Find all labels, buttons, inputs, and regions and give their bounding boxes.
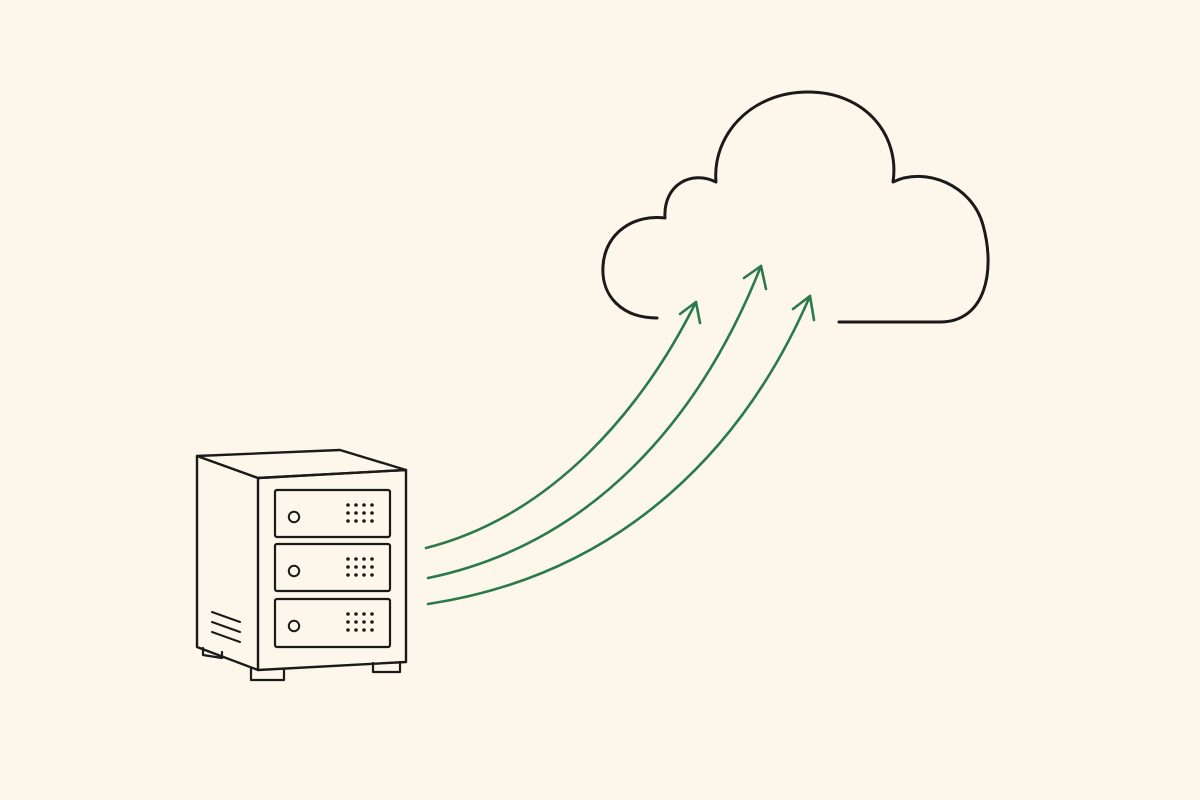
server-top-face (195, 448, 408, 480)
drive-led-icon (287, 564, 301, 578)
server-drive-bay (273, 542, 392, 593)
cloud-outline (601, 90, 990, 324)
server-drive-bay (273, 597, 392, 649)
drive-led-icon (287, 619, 301, 633)
server-feet (201, 646, 402, 682)
upload-arrow-icon (426, 294, 816, 606)
drive-dot-grid-icon (346, 612, 374, 632)
server-rack-icon (195, 448, 408, 682)
upload-arrow-icon (424, 300, 702, 550)
drive-dot-grid-icon (346, 503, 374, 523)
server-front-face (256, 468, 408, 672)
server-drive-bay (273, 488, 392, 539)
drive-led-icon (287, 510, 301, 524)
upload-arrows (424, 264, 816, 606)
cloud-icon (601, 90, 990, 324)
upload-arrow-icon (426, 264, 768, 580)
drive-dot-grid-icon (346, 557, 374, 577)
server-vent (211, 611, 241, 643)
